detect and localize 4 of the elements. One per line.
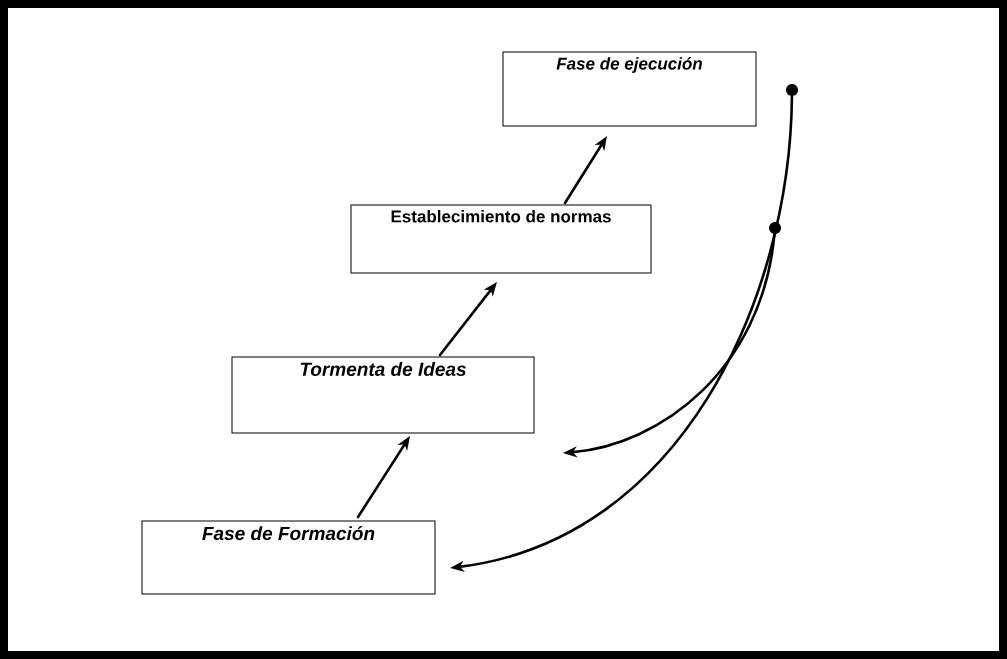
- process-box: Fase de Formación: [141, 520, 436, 595]
- process-box: Tormenta de Ideas: [231, 356, 535, 434]
- process-box: Establecimiento de normas: [350, 204, 652, 274]
- process-box: Fase de ejecución: [502, 51, 757, 127]
